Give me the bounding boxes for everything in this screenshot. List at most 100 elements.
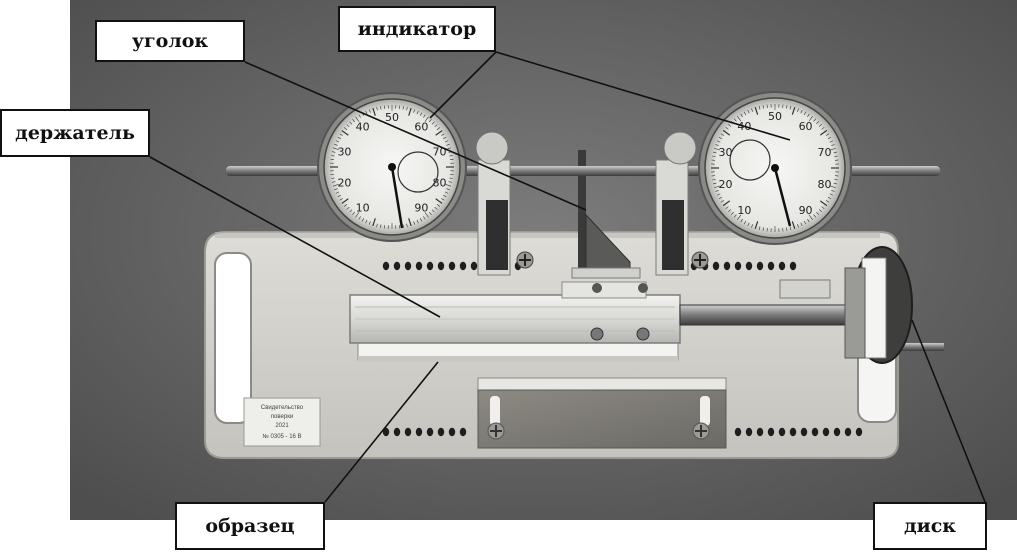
- plate-hole: [734, 427, 742, 437]
- dial-tick: [791, 221, 796, 230]
- dial-tick: [827, 196, 832, 200]
- dial-tick: [431, 121, 435, 125]
- dial-tick: [443, 194, 447, 198]
- dial-tick: [346, 124, 350, 128]
- dial-tick: [332, 147, 339, 150]
- dial-tick: [747, 222, 750, 227]
- dial-numeral: 20: [719, 178, 733, 191]
- plate-hole: [382, 261, 390, 271]
- label-indikator: индикатор: [338, 6, 496, 52]
- dial-tick: [380, 224, 382, 228]
- dial-tick: [449, 177, 453, 179]
- plate-hole: [833, 427, 841, 437]
- sticker-line-4: № 0305 - 16 В: [262, 433, 301, 440]
- dial-tick: [747, 109, 750, 114]
- dial-tick: [715, 189, 719, 192]
- plate-hole: [811, 427, 819, 437]
- dial-tick: [372, 218, 376, 227]
- dial-tick: [341, 130, 349, 136]
- dial-numeral: 80: [817, 178, 831, 191]
- dial-tick: [829, 193, 834, 196]
- leader-indikator-left: [429, 51, 497, 119]
- dial-tick: [762, 227, 764, 231]
- plate-hole: [723, 261, 731, 271]
- dial-tick: [730, 211, 734, 215]
- dial-tick: [441, 133, 445, 136]
- plate-hole: [767, 261, 775, 271]
- dial-numeral: 70: [433, 146, 447, 159]
- dial-tick: [816, 121, 820, 125]
- plate-hole: [745, 427, 753, 437]
- dial-numeral: 10: [737, 204, 751, 217]
- dial-tick: [722, 129, 731, 136]
- dial-tick: [448, 181, 453, 183]
- leader-disk: [911, 319, 986, 503]
- dial-tick: [419, 218, 423, 222]
- dial-tick: [718, 136, 723, 140]
- lower-bracket: [477, 377, 727, 449]
- dial-tick: [754, 106, 759, 115]
- sticker-line-2: поверки: [271, 414, 293, 420]
- dial-tick: [443, 136, 447, 140]
- plate-hole: [404, 261, 412, 271]
- dial-numeral: 60: [799, 120, 813, 133]
- dial-tick: [807, 218, 810, 223]
- dial-tick: [337, 194, 341, 198]
- plate-hole: [470, 261, 478, 271]
- dial-tick: [361, 218, 365, 222]
- dial-tick: [434, 206, 438, 210]
- dial-tick: [725, 206, 729, 210]
- dial-tick: [365, 110, 368, 115]
- dial-tick: [406, 106, 408, 111]
- dial-tick: [715, 144, 719, 147]
- dial-tick: [352, 211, 355, 215]
- dial-numeral: 30: [337, 146, 351, 159]
- dial-tick: [716, 193, 721, 196]
- dial-tick: [419, 112, 423, 116]
- dial-tick: [754, 221, 759, 230]
- plate-hole: [767, 427, 775, 437]
- label-ugolok: уголок: [95, 20, 245, 62]
- dial-tick: [725, 126, 729, 130]
- dial-tick: [808, 214, 813, 220]
- indicator-posts: [475, 131, 709, 276]
- dial-tick: [714, 147, 720, 151]
- plate-hole: [789, 427, 797, 437]
- calibration-sticker: Свидетельство поверки 2021 № 0305 - 16 В: [243, 397, 321, 447]
- label-disk: диск: [873, 502, 987, 550]
- dial-tick: [331, 151, 336, 153]
- sticker-line-3: 2021: [275, 423, 289, 429]
- plate-hole: [822, 427, 830, 437]
- dial-tick: [728, 123, 732, 127]
- dial-tick: [712, 182, 717, 185]
- dial-tick: [423, 216, 426, 220]
- plate-hole: [800, 427, 808, 437]
- dial-tick: [349, 121, 353, 125]
- dial-tick: [334, 143, 338, 146]
- dial-numeral: 10: [356, 201, 370, 214]
- dial-tick: [368, 109, 371, 113]
- dial-tick: [365, 219, 368, 224]
- dial-tick: [833, 151, 838, 154]
- dial-tick: [807, 113, 810, 118]
- plate-hole: [459, 427, 467, 437]
- dial-tick: [743, 111, 747, 116]
- dial-tick: [408, 107, 412, 116]
- dial-tick: [740, 113, 743, 118]
- dial-tick: [813, 214, 817, 218]
- plate-hole: [382, 427, 390, 437]
- plate-hole: [855, 427, 863, 437]
- dial-tick: [728, 209, 732, 213]
- dial-tick: [733, 214, 737, 218]
- dial-indicator-left: [317, 92, 467, 242]
- dial-tick: [818, 209, 822, 213]
- dial-tick: [751, 224, 754, 228]
- dial-tick: [834, 179, 838, 181]
- dial-tick: [358, 114, 361, 118]
- dial-tick: [358, 216, 361, 220]
- dial-tick: [368, 221, 371, 225]
- leader-ugolok: [244, 61, 587, 211]
- dial-tick: [331, 181, 336, 183]
- dial-tick: [449, 155, 453, 157]
- dial-tick: [789, 226, 792, 231]
